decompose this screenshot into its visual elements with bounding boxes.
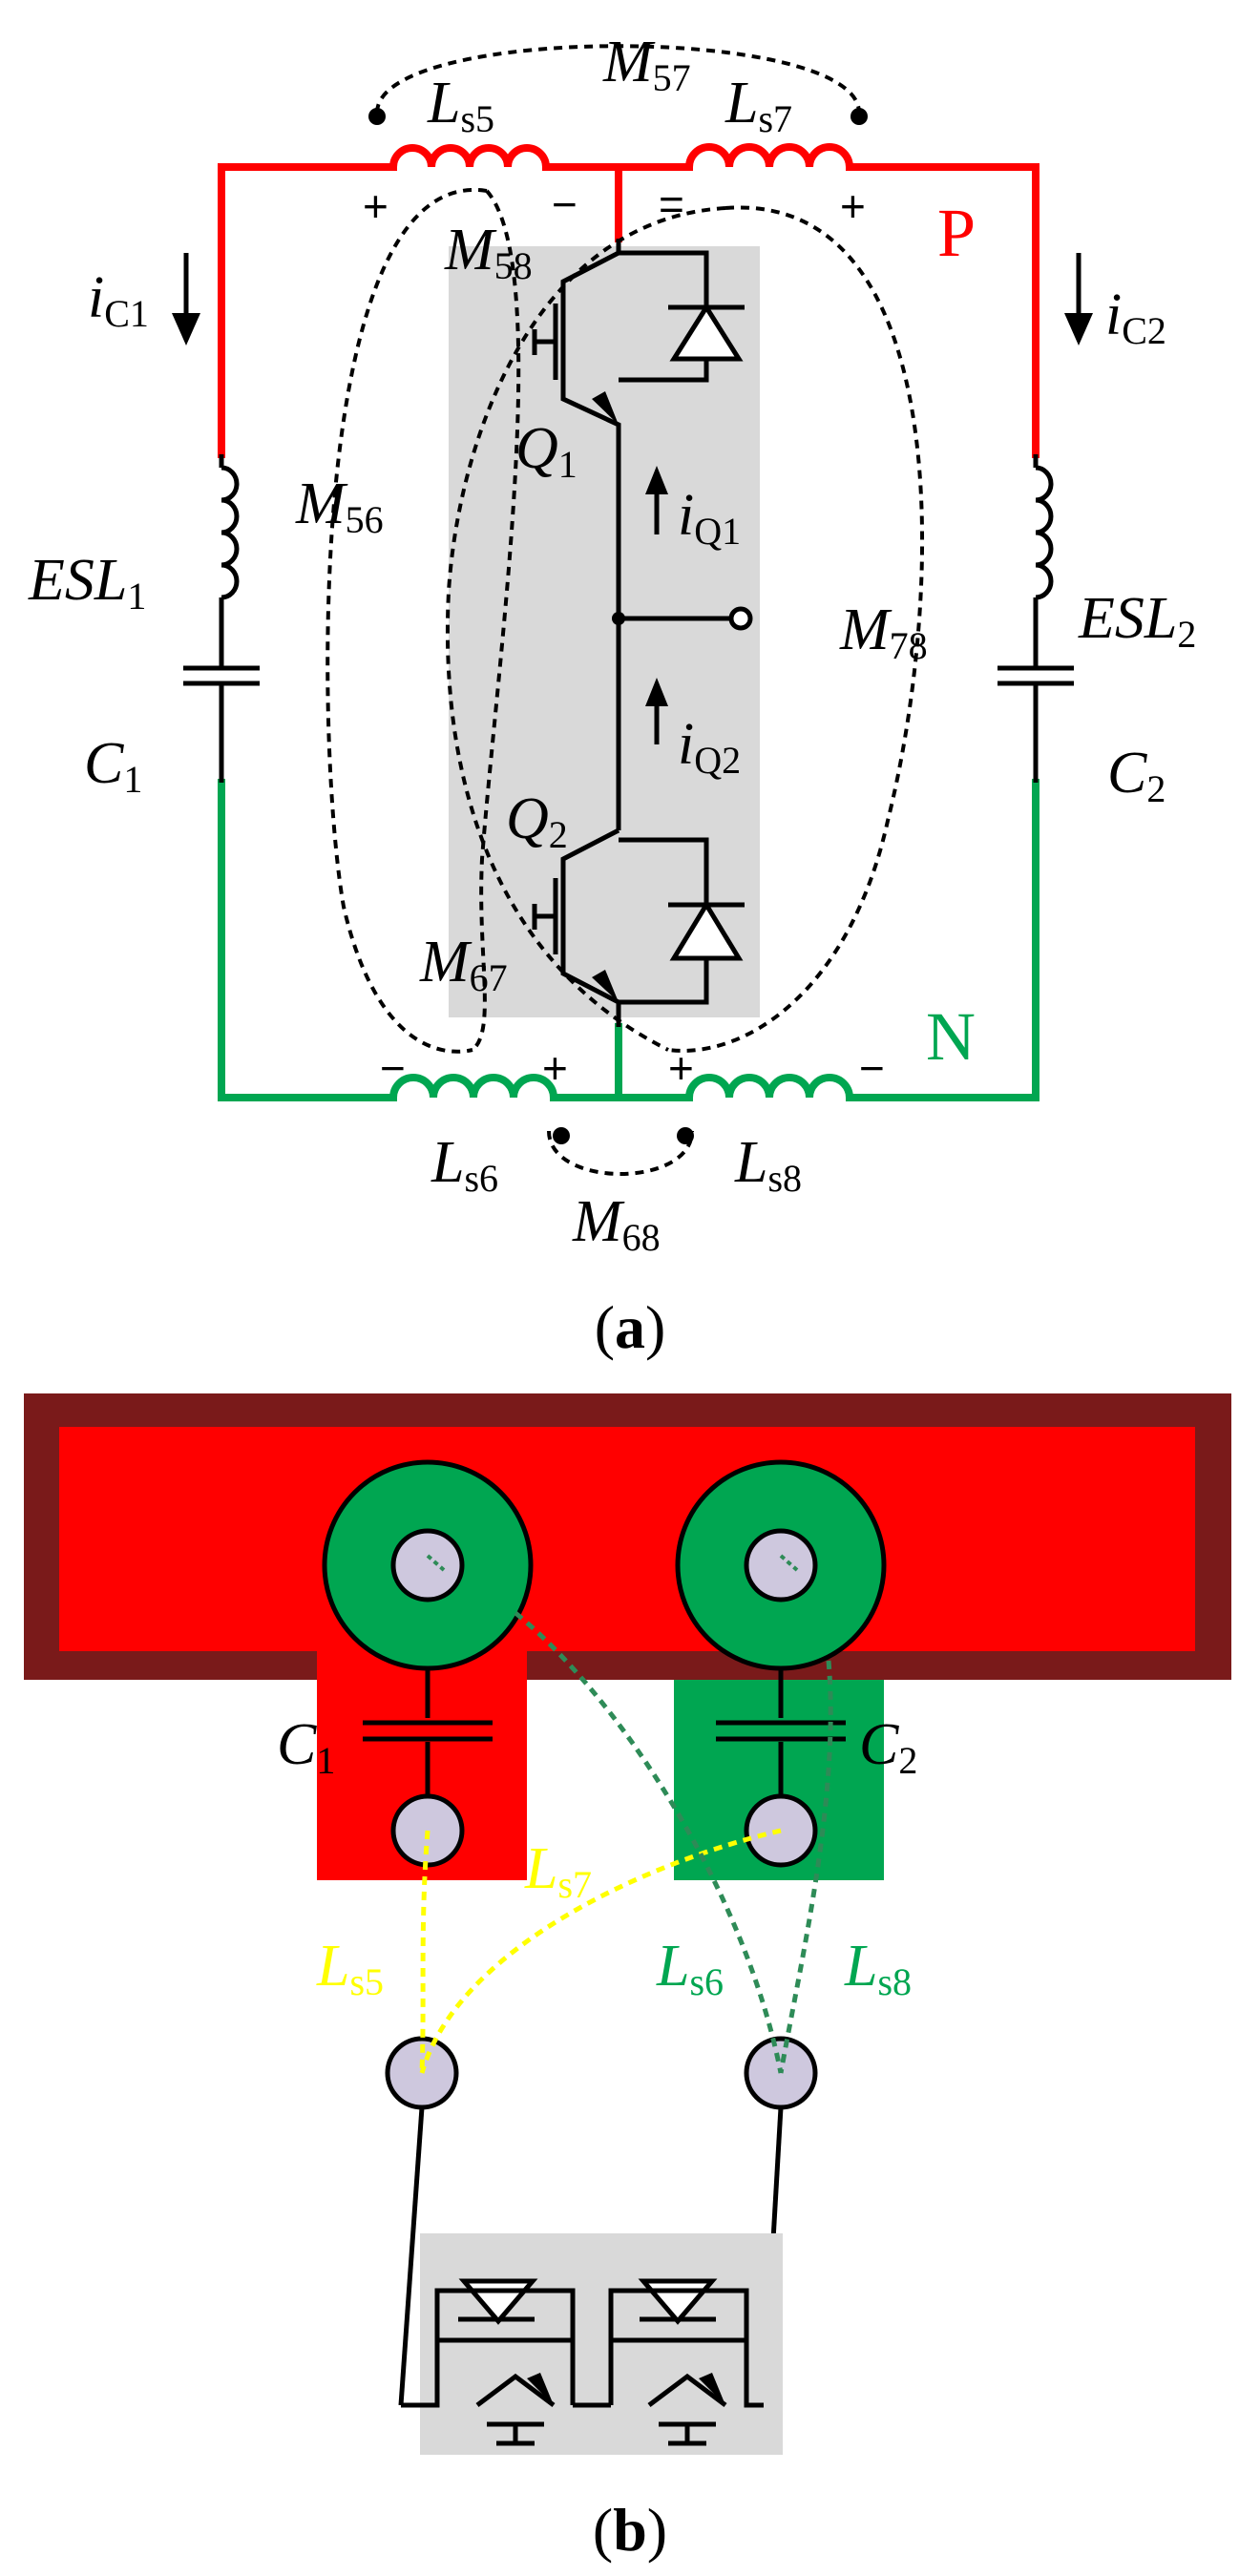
label-ls5: Ls5: [427, 71, 494, 140]
power-module-b: [401, 2233, 783, 2455]
polarity-signs: + − = + − + + −: [363, 179, 885, 1093]
label-q2: Q2: [506, 786, 568, 856]
label-m67: M67: [419, 930, 508, 999]
svg-text:−: −: [552, 179, 578, 229]
svg-text:+: +: [668, 1043, 694, 1093]
label-c1-a: C1: [84, 731, 142, 801]
label-m68: M68: [572, 1189, 661, 1259]
label-esl2: ESL2: [1078, 586, 1196, 656]
panel-b-layout: C1 C2 Ls7 Ls5 Ls6 Ls8 (b): [24, 1393, 1231, 2564]
capacitor-c2-layout: [675, 1459, 887, 1868]
inductor-ls6-coil: [388, 1074, 558, 1102]
label-n-bus: N: [926, 998, 976, 1075]
label-c2-a: C2: [1107, 741, 1166, 810]
label-ls6-b: Ls6: [656, 1934, 724, 2003]
output-terminal: [728, 606, 753, 631]
label-c1-b: C1: [277, 1712, 335, 1782]
label-ls8: Ls8: [734, 1130, 802, 1200]
label-q1: Q1: [515, 416, 578, 486]
label-ic2: iC2: [1105, 283, 1166, 352]
p-plane-lower: [59, 1427, 1195, 1651]
label-iq1: iQ1: [678, 483, 741, 553]
svg-text:+: +: [363, 181, 388, 231]
label-p-bus: P: [937, 195, 976, 271]
label-iq2: iQ2: [678, 712, 741, 782]
current-arrow-ic2: [1064, 253, 1093, 346]
label-ls5-b: Ls5: [316, 1934, 384, 2003]
svg-text:+: +: [840, 181, 866, 231]
n-bus-wires: [218, 779, 1040, 1101]
label-ic1: iC1: [88, 265, 149, 335]
label-c2-b: C2: [859, 1712, 917, 1782]
svg-text:−: −: [380, 1043, 406, 1093]
label-esl1: ESL1: [28, 548, 146, 618]
inductor-ls5-coil: [388, 144, 551, 172]
inductor-ls8-coil: [684, 1074, 854, 1102]
svg-text:+: +: [542, 1043, 568, 1093]
half-bridge-module: [532, 239, 753, 1027]
label-ls7: Ls7: [724, 71, 792, 140]
current-path-traces: [419, 1554, 833, 2074]
label-m56: M56: [295, 471, 384, 541]
label-m58: M58: [444, 218, 533, 287]
p-bus-wires: [218, 163, 1040, 458]
label-m78: M78: [839, 597, 928, 667]
capacitor-c1-layout: [322, 1459, 534, 1868]
power-module-background: [449, 246, 760, 1017]
esl1-capacitor-c1: [183, 454, 260, 783]
label-ls8-b: Ls8: [844, 1934, 912, 2003]
inductor-ls7-coil: [684, 143, 854, 172]
esl2-capacitor-c2: [998, 454, 1074, 783]
panel-a-schematic: + − = + − + + − Ls5 M57 Ls7 P M58 iC1 iC…: [28, 30, 1196, 1361]
label-m57: M57: [602, 30, 691, 99]
svg-text:=: =: [659, 179, 684, 229]
label-ls7-b: Ls7: [524, 1836, 592, 1906]
svg-text:−: −: [859, 1043, 885, 1093]
caption-a: (a): [595, 1293, 666, 1361]
current-arrow-ic1: [172, 253, 200, 346]
mutual-coupling-lines: [326, 44, 925, 1176]
label-ls6: Ls6: [430, 1130, 498, 1200]
caption-b: (b): [593, 2496, 667, 2564]
p-tab-joint: [317, 1675, 527, 1685]
